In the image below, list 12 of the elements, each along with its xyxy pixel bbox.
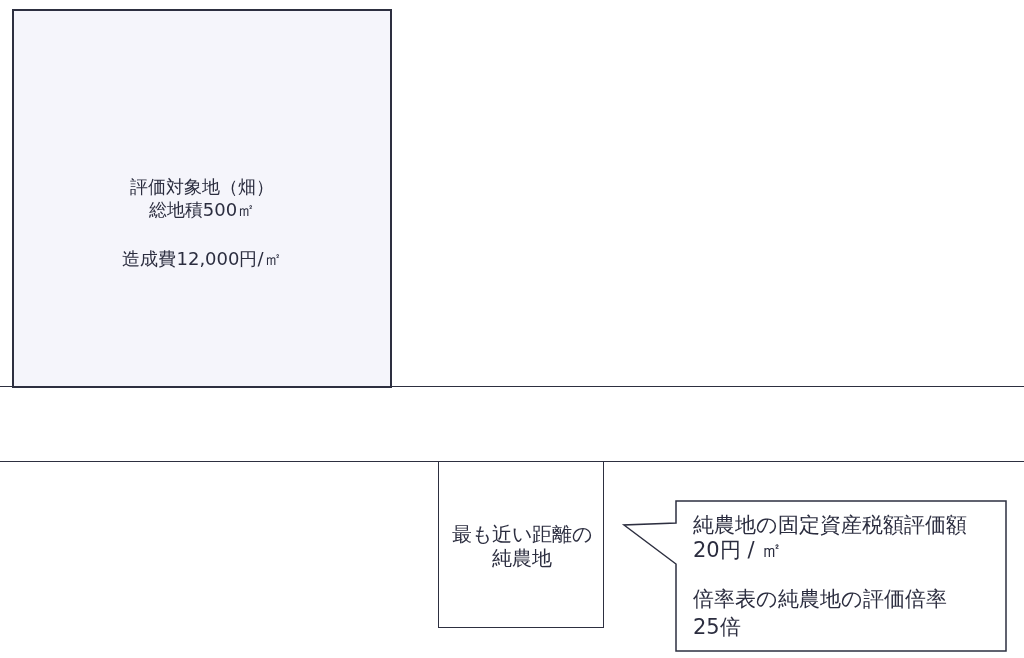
land-plot — [12, 9, 392, 388]
plot-title: 評価対象地（畑） — [130, 175, 274, 198]
cost-text: 造成費12,000円/㎡ — [122, 247, 282, 270]
price-label: 純農地の固定資産税額評価額 — [693, 513, 967, 538]
speech-bubble — [622, 500, 1008, 653]
multiplier-value: 25倍 — [693, 615, 741, 640]
multiplier-label: 倍率表の純農地の評価倍率 — [693, 587, 947, 612]
road — [0, 386, 1024, 462]
land-plot — [438, 461, 604, 628]
price-value: 20円 / ㎡ — [693, 538, 783, 563]
area-text: 総地積500㎡ — [148, 198, 256, 221]
plot-title: 最も近い距離の純農地 — [451, 521, 593, 570]
